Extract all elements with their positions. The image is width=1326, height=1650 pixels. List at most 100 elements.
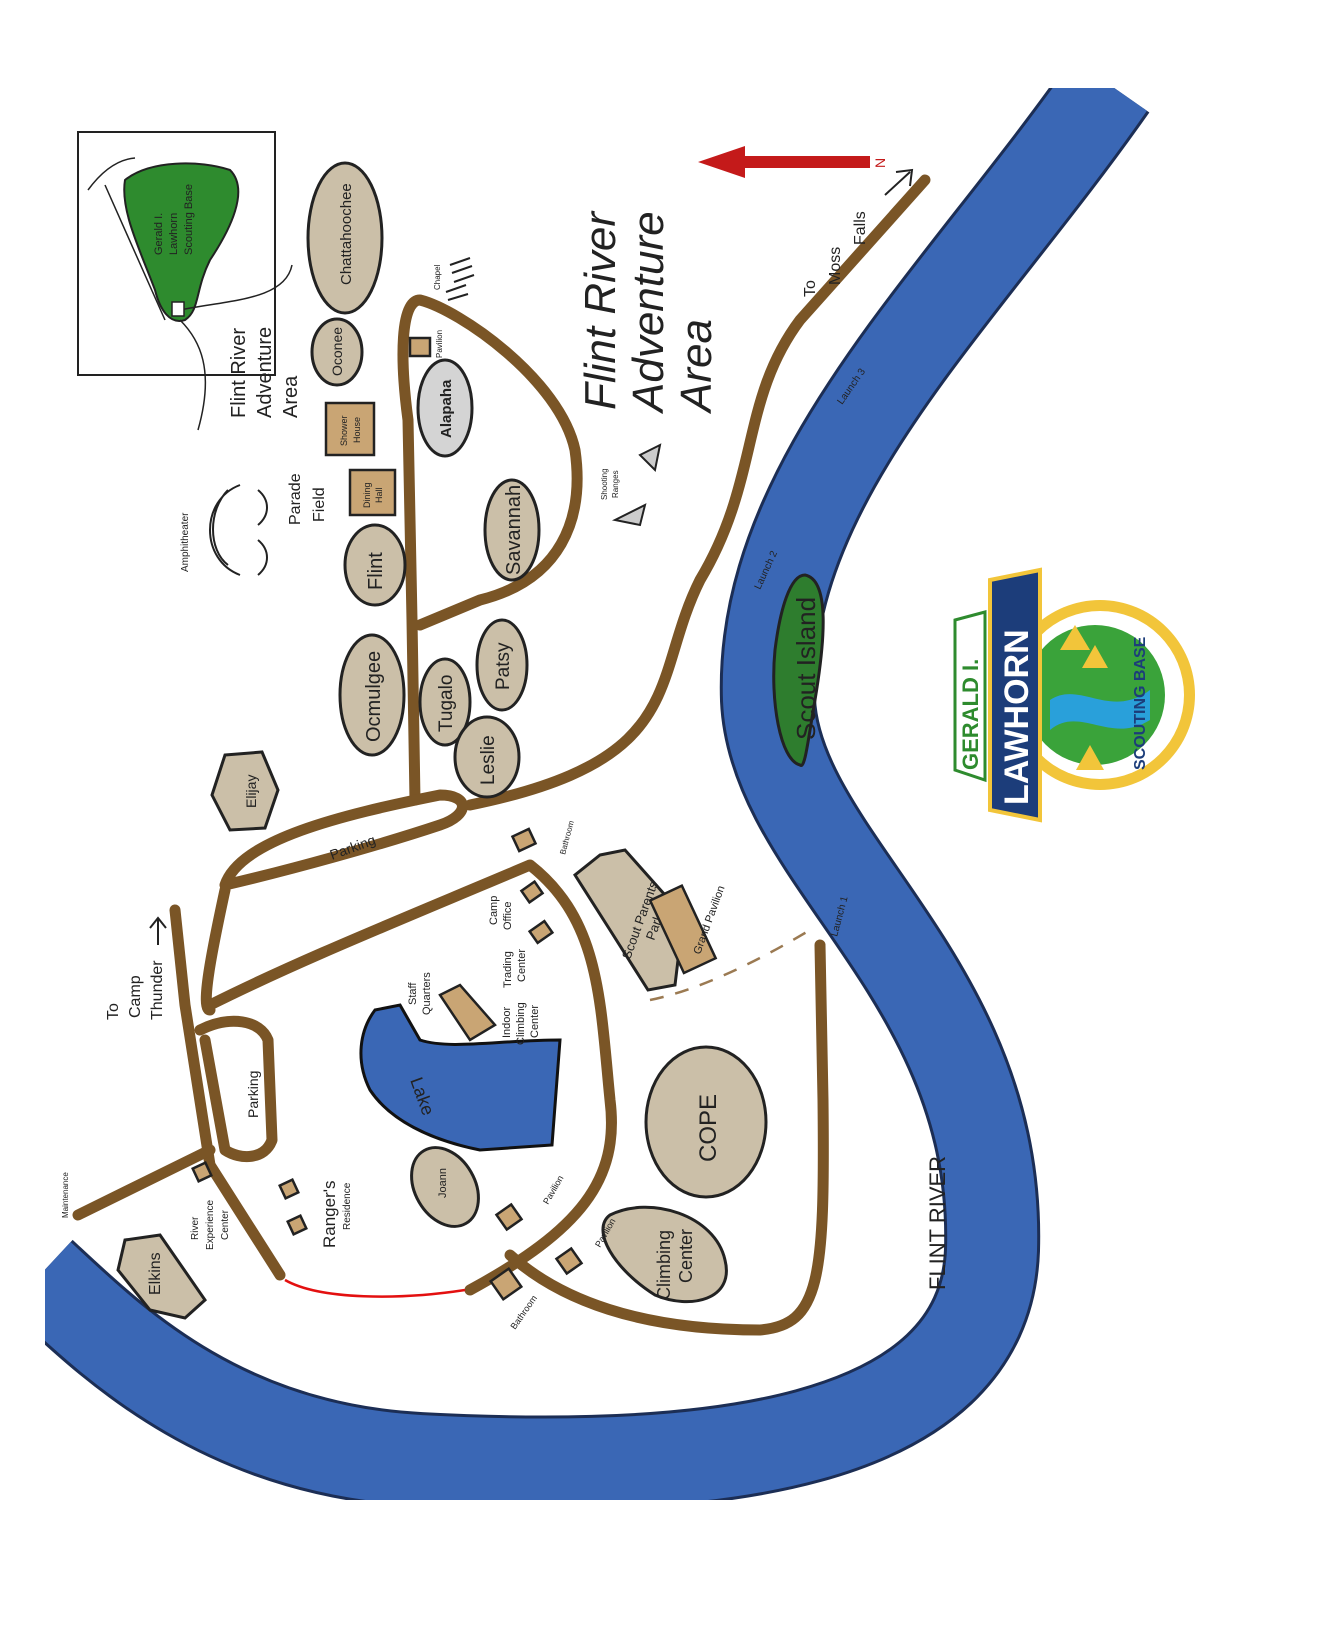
shower-house[interactable] [324,401,376,457]
campsite-label: Oconee [329,327,345,376]
river-experience-label: Center [220,1209,231,1240]
to-moss-falls-label: To [802,280,819,297]
campsite-leslie[interactable] [453,715,521,799]
inset-label: Lawhorn [168,213,180,255]
left-margin [0,0,45,1650]
inset-callout: Flint River [228,328,250,418]
pavilion-label: Pavilion [541,1174,565,1206]
trading-center-label: Center [516,949,528,982]
amphitheater-icon [209,484,268,576]
to-moss-falls-label: Moss [827,247,844,285]
flint-river-fill [9,59,1147,1509]
staff-quarters-label: Staff [407,982,419,1005]
amphitheater-label: Amphitheater [180,512,191,572]
title-line: Flint River [576,210,625,410]
pavilion [494,1202,524,1232]
campsite-label: Elijay [243,775,259,808]
campsite-cope[interactable] [644,1045,768,1199]
lake[interactable] [359,1003,562,1152]
campsite-joann[interactable] [398,1136,492,1239]
campsite-label: Flint [365,552,387,590]
campsite-label: Patsy [493,642,514,690]
logo-bottom: SCOUTING BASE [1132,636,1149,770]
bathroom-label: Bathroom [558,819,576,855]
maintenance-label: Maintenance [61,1172,70,1218]
camp-office-label: Camp [488,896,500,925]
shooting-ranges-label: Shooting [600,468,609,500]
logo-top: GERALD I. [958,659,983,770]
scout-island-label: Scout Island [791,597,821,740]
pavilion[interactable] [408,336,432,358]
indoor-climbing-label: Center [529,1005,541,1038]
dining-hall[interactable] [348,468,397,517]
staff-quarters-label: Quarters [421,972,433,1015]
campsite-elkins[interactable] [116,1233,207,1320]
parade-field-label: Field [311,487,328,522]
pavilion [554,1246,584,1276]
campsite-label: Savannah [503,485,525,575]
to-camp-thunder-label: Camp [127,975,144,1018]
climbing-center[interactable] [601,1205,728,1303]
scouting-base-logo: GERALD I. LAWHORN SCOUTING BASE [953,567,1195,823]
campsite-elijay[interactable] [210,750,280,832]
bottom-margin [0,1500,1326,1650]
north-arrow-icon: N [698,146,888,178]
parade-field-label: Parade [287,473,304,525]
flint-river-label: FLINT RIVER [925,1156,950,1290]
map-title: Flint River Adventure Area [576,210,721,415]
pavilion-label: Pavilion [435,330,444,358]
scout-island [772,573,825,767]
to-moss-falls-label: Falls [852,211,869,245]
rangers-residence-label: Ranger's [320,1180,339,1248]
bathroom[interactable] [510,827,538,853]
campsite-alapaha[interactable] [416,358,474,458]
shower-house-label: Shower [339,415,349,446]
river-experience-label: River [190,1216,201,1240]
campsite-ocmulgee[interactable] [338,633,406,757]
title-line: Adventure [624,211,673,415]
campsite-label: Leslie [478,735,499,785]
campsite-patsy[interactable] [475,618,529,712]
inset-label: Gerald I. [153,213,165,255]
campsite-label: Elkins [147,1252,164,1295]
staff-quarters[interactable] [438,983,497,1042]
rangers-residence-label: Residence [342,1182,353,1230]
trading-center-label: Trading [502,951,514,988]
rangers-residence [286,1214,308,1236]
campsite-tugalo[interactable] [418,657,472,747]
campsite-savannah[interactable] [483,478,541,582]
to-camp-thunder-label: To [105,1003,122,1020]
shooting-range-icon [611,443,662,527]
climbing-center-label: Center [676,1229,696,1283]
scout-parents-park[interactable] [573,848,680,992]
climbing-center-label: Climbing [654,1230,674,1300]
north-label: N [872,158,888,168]
rangers-residence [278,1178,300,1200]
arrow-icon [884,168,914,196]
camp-office-label: Office [502,901,514,930]
shooting-ranges-label: Ranges [611,470,620,498]
arrow-icon [149,916,167,945]
trading-center [527,919,555,945]
indoor-climbing-label: Climbing [515,1002,527,1045]
inset-callout: Adventure [254,327,276,418]
river-experience-label: Experience [205,1200,216,1250]
shower-house-label: House [352,417,362,443]
campsite-label: Chattahoochee [338,183,355,285]
parking-label: Parking [328,832,378,863]
campsite-chattahoochee[interactable] [306,161,384,315]
to-camp-thunder-label: Thunder [149,960,166,1020]
top-margin [0,0,1326,88]
campsite-label: Tugalo [436,675,457,732]
indoor-climbing-label: Indoor [501,1006,513,1038]
grand-pavilion[interactable] [648,884,718,975]
campsite-oconee[interactable] [310,317,364,387]
dining-hall-label: Dining [362,482,372,508]
river-experience-center [191,1161,213,1183]
campsite-flint[interactable] [343,523,407,607]
campsite-label: Alapaha [438,379,455,438]
roads [72,174,931,1336]
title-line: Area [672,319,721,415]
campsite-label: COPE [695,1094,722,1162]
dining-hall-label: Hall [374,487,384,503]
